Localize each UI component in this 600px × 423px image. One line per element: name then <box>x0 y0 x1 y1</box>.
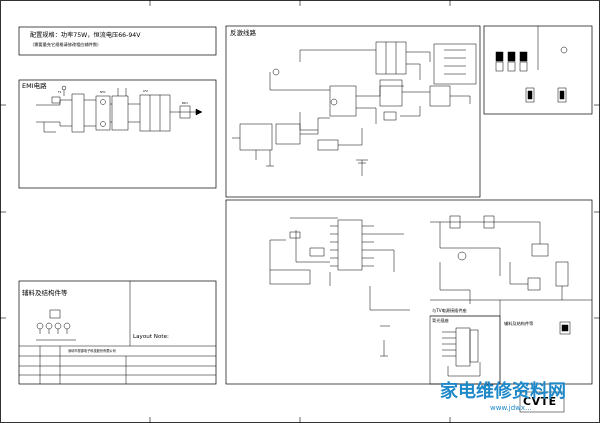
driver-circuit <box>269 215 569 357</box>
cvte-logo: CVTE <box>523 395 557 408</box>
flyback-box <box>225 25 481 198</box>
config-spec-note: （需要量充它规格请修改相应辅件数） <box>30 42 102 47</box>
flyback-section-title: 反激线路 <box>230 29 256 37</box>
watermark-url: www.jdwx... <box>490 404 532 412</box>
svg-text:BD1: BD1 <box>182 101 188 105</box>
backlight-connector-title: 背光插座 <box>432 318 449 323</box>
config-spec-line: 配置规格：功率75W，恒流电压66-94V <box>30 32 141 39</box>
emi-box <box>18 79 217 189</box>
mb-connector-title: 与TV电源接插件座 <box>432 308 467 313</box>
aux-section-title: 辅料及结构件等 <box>22 289 68 297</box>
logo-frame <box>519 391 565 413</box>
right-aux-parts <box>559 321 571 335</box>
emi-circuit <box>36 85 203 133</box>
flyback-circuit <box>232 41 477 176</box>
aux-right-title: 辅料及结构件等 <box>504 321 534 326</box>
emi-section-title: EMI电路 <box>22 82 47 90</box>
watermark-text: 家电维修资料网 <box>440 381 566 402</box>
config-box <box>18 26 217 56</box>
aux-box <box>18 280 217 385</box>
svg-text:F1: F1 <box>58 90 62 94</box>
svg-text:LF2: LF2 <box>143 89 148 93</box>
backlight-connector <box>442 327 481 377</box>
backlight-conn-box <box>429 315 501 385</box>
layout-note-title: Layout Note: <box>133 334 169 340</box>
svg-text:NTC: NTC <box>100 90 106 94</box>
components-box-parts <box>495 46 568 103</box>
title-block-company: 深圳市视源电子科技股份有限公司 <box>68 349 116 353</box>
aux-parts <box>36 309 76 341</box>
driver-box <box>225 199 593 385</box>
